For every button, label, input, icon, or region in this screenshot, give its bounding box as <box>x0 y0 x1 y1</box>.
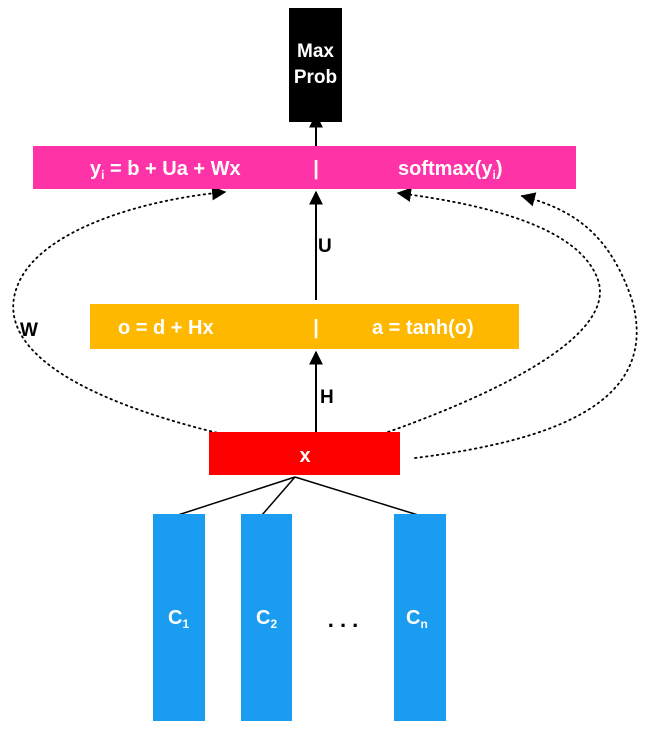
context-word-c1-subscript: 1 <box>182 617 189 631</box>
context-word-c1: C1 <box>153 514 205 721</box>
context-word-cn: Cn <box>394 514 446 721</box>
output-formula-rest: = b + Ua + Wx <box>104 158 240 180</box>
edge-label-h: H <box>320 387 334 408</box>
context-word-c1-label: C1 <box>168 607 189 631</box>
max-prob-line1: Max <box>297 41 334 62</box>
output-layer-left-formula: yi = b + Ua + Wx <box>90 158 241 182</box>
output-layer: yi = b + Ua + Wx | softmax(yi) <box>33 146 576 189</box>
hidden-layer-right-formula: a = tanh(o) <box>372 317 474 339</box>
direct-connection-w-left <box>12 186 227 435</box>
fan-line-c2 <box>261 476 296 516</box>
context-word-cn-subscript: n <box>420 617 427 631</box>
context-word-c2-base: C <box>256 607 270 629</box>
softmax-base: softmax(y <box>398 158 493 180</box>
output-formula-y-subscript: i <box>101 168 104 182</box>
input-layer-label: x <box>299 445 310 467</box>
input-layer-rect <box>209 432 400 475</box>
context-word-c1-base: C <box>168 607 182 629</box>
max-prob-line2: Prob <box>294 67 337 88</box>
context-word-cn-rect <box>394 514 446 721</box>
direct-connection-right-outer <box>414 192 638 459</box>
output-layer-right-formula: softmax(yi) <box>398 158 503 182</box>
output-formula-y: y <box>90 158 102 180</box>
hidden-layer: o = d + Hx | a = tanh(o) <box>90 304 519 349</box>
fan-line-cn <box>294 476 419 516</box>
context-word-cn-base: C <box>406 607 420 629</box>
hidden-layer-left-formula: o = d + Hx <box>118 317 214 339</box>
hidden-layer-rect <box>90 304 519 349</box>
context-word-c2-label: C2 <box>256 607 277 631</box>
edge-label-u: U <box>318 236 332 257</box>
context-word-c2-rect <box>241 514 292 721</box>
output-layer-rect <box>33 146 576 189</box>
direct-connection-right-inner <box>387 187 601 433</box>
context-word-c2-subscript: 2 <box>270 617 277 631</box>
softmax-close: ) <box>496 158 503 180</box>
softmax-subscript: i <box>492 168 495 182</box>
fan-line-c1 <box>177 476 296 516</box>
context-ellipsis: . . . <box>328 607 359 632</box>
edge-label-w: W <box>20 320 38 341</box>
input-layer: x <box>209 432 400 475</box>
max-prob-box: Max Prob <box>289 8 342 122</box>
context-word-cn-label: Cn <box>406 607 428 631</box>
context-word-c2: C2 <box>241 514 292 721</box>
hidden-layer-separator: | <box>313 317 319 339</box>
context-word-c1-rect <box>153 514 205 721</box>
output-layer-separator: | <box>313 158 319 180</box>
max-prob-rect <box>289 8 342 122</box>
